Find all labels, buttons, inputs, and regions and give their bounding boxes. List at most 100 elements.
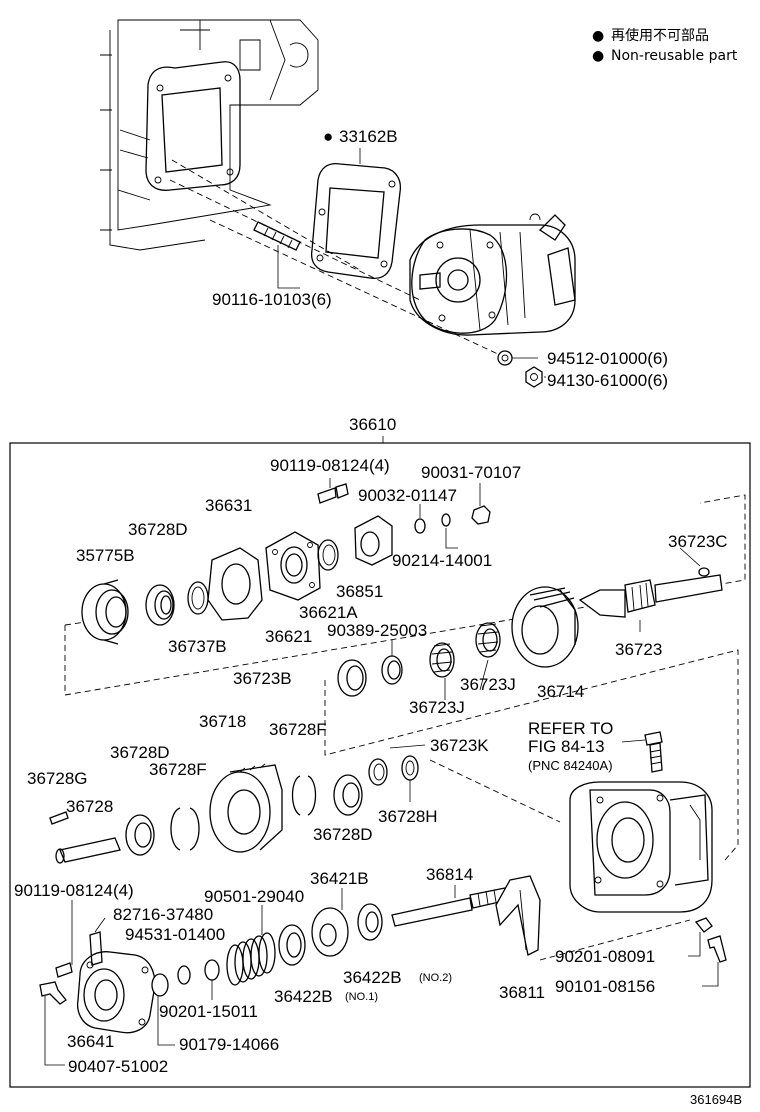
bearing-retainer-drawing [265,531,321,601]
part-label: 36641 [67,1032,114,1051]
part-label: 35775B [76,546,135,565]
spacer-drawing [368,758,388,786]
bearing-b-drawing [337,659,367,697]
part-label: 36723J [460,675,516,694]
needle-bearing-drawing [429,622,501,678]
part-label-33162B: 33162B [339,127,398,146]
part-label: 90389-25003 [327,621,427,640]
shift-shaft-drawing [391,885,509,927]
part-label: 36631 [205,496,252,515]
bracket-drawing [89,931,103,966]
assembly-frame [9,442,751,1088]
legend-bullet: ● [592,48,604,64]
part-label: 36621 [265,627,312,646]
bolt-drawing [317,478,349,504]
part-label: 36728 [66,797,113,816]
part-label: 36811 [499,983,545,1002]
assembly-number: 36610 [349,415,396,434]
part-label-note: (NO.2) [419,972,452,984]
part-label: 90119-08124(4) [14,881,134,900]
part-label: 36714 [537,682,584,701]
stud-bolt-drawing [253,221,301,289]
idler-gear-drawing [209,763,283,853]
idler-shaft-drawing [55,837,121,864]
gasket-bullet: ● [323,127,333,146]
part-label: 36422B [343,968,402,987]
end-cover-drawing [76,951,156,1034]
part-label: 36723B [233,669,292,688]
legend-bullet: ● [592,28,604,44]
clutch-sleeve-drawing [311,888,349,957]
washer-nut-drawing [497,350,546,388]
part-label: 90119-08124(4) [270,456,390,475]
shift-collar-2-drawing [357,903,383,941]
cover-bolt-drawing [55,962,73,978]
snap-ring-drawing [170,807,200,851]
part-label: 36728D [313,825,373,844]
snap-ring-f2-drawing [291,775,317,816]
part-label: 90407-51002 [68,1057,168,1076]
pin-drawing [49,811,69,825]
part-label: 36851 [336,582,383,601]
pto-unit-drawing [409,213,576,336]
lock-washer-drawing [177,965,191,985]
part-label: 90214-14001 [392,551,492,570]
part-label: 90201-15011 [159,1002,258,1021]
part-label-nut: 94130-61000(6) [547,371,668,390]
part-labels: 90119-08124(4) 90031-70107 90032-01147 3… [14,456,728,1076]
nut-90179-drawing [151,973,169,997]
part-label: 36728H [378,807,438,826]
drain-bolt-drawing [707,935,727,963]
part-label-note: (NO.1) [345,991,378,1003]
washer-small-drawing [414,518,426,534]
part-label: 36718 [199,712,246,731]
o-ring-drawing [317,539,339,571]
figure-id: 361694B [690,1092,742,1107]
reference-line-3: (PNC 84240A) [528,758,613,773]
cap-drawing [354,515,393,566]
part-label: 90501-29040 [204,887,304,906]
shift-fork-drawing [495,875,541,956]
counter-gear-drawing [511,586,579,668]
transmission-case-drawing [100,19,319,251]
part-label: 90031-70107 [421,463,521,482]
part-label: 82716-37480 [113,905,213,924]
spring-drawing [226,905,276,986]
part-label: 36621A [299,603,358,622]
part-label: 36723C [668,532,728,551]
part-label: 94531-01400 [125,925,225,944]
bearing-drawing [145,584,175,626]
part-label: 36723K [430,736,489,755]
reference-note: REFER TO FIG 84-13 (PNC 84240A) [528,719,613,773]
reference-line-1: REFER TO [528,719,613,738]
bearing-d3-drawing [333,774,363,816]
part-label: 90201-08091 [555,947,655,966]
legend-text-en: Non-reusable part [611,48,738,64]
plug-bolt-drawing [694,917,713,933]
part-label: 36814 [426,865,473,884]
part-label: 90101-08156 [555,977,655,996]
washer-h-drawing [401,755,419,781]
part-label: 36728G [27,769,88,788]
reference-line-2: FIG 84-13 [528,737,605,756]
part-label: 90032-01147 [358,486,457,505]
part-label: 36728D [128,520,188,539]
gasket-drawing [310,148,402,280]
part-label: 36723J [409,698,465,717]
cover-gasket-drawing [207,547,263,621]
legend: ● 再使用不可部品 ● Non-reusable part [592,27,738,64]
part-label: 36422B [274,987,333,1006]
oil-seal-drawing [81,579,129,645]
nut-small-drawing [471,505,491,525]
legend-text-jp: 再使用不可部品 [611,27,709,44]
part-label-washer: 94512-01000(6) [547,349,668,368]
bearing-d2-drawing [125,814,155,856]
part-label: 36728F [149,760,207,779]
washer-90201-drawing [204,959,220,981]
breather-fitting-drawing [621,731,663,773]
pto-case-drawing [569,781,713,913]
part-label: 36723 [615,640,662,659]
part-label: 36737B [168,637,227,656]
elbow-fitting-drawing [39,981,67,1005]
